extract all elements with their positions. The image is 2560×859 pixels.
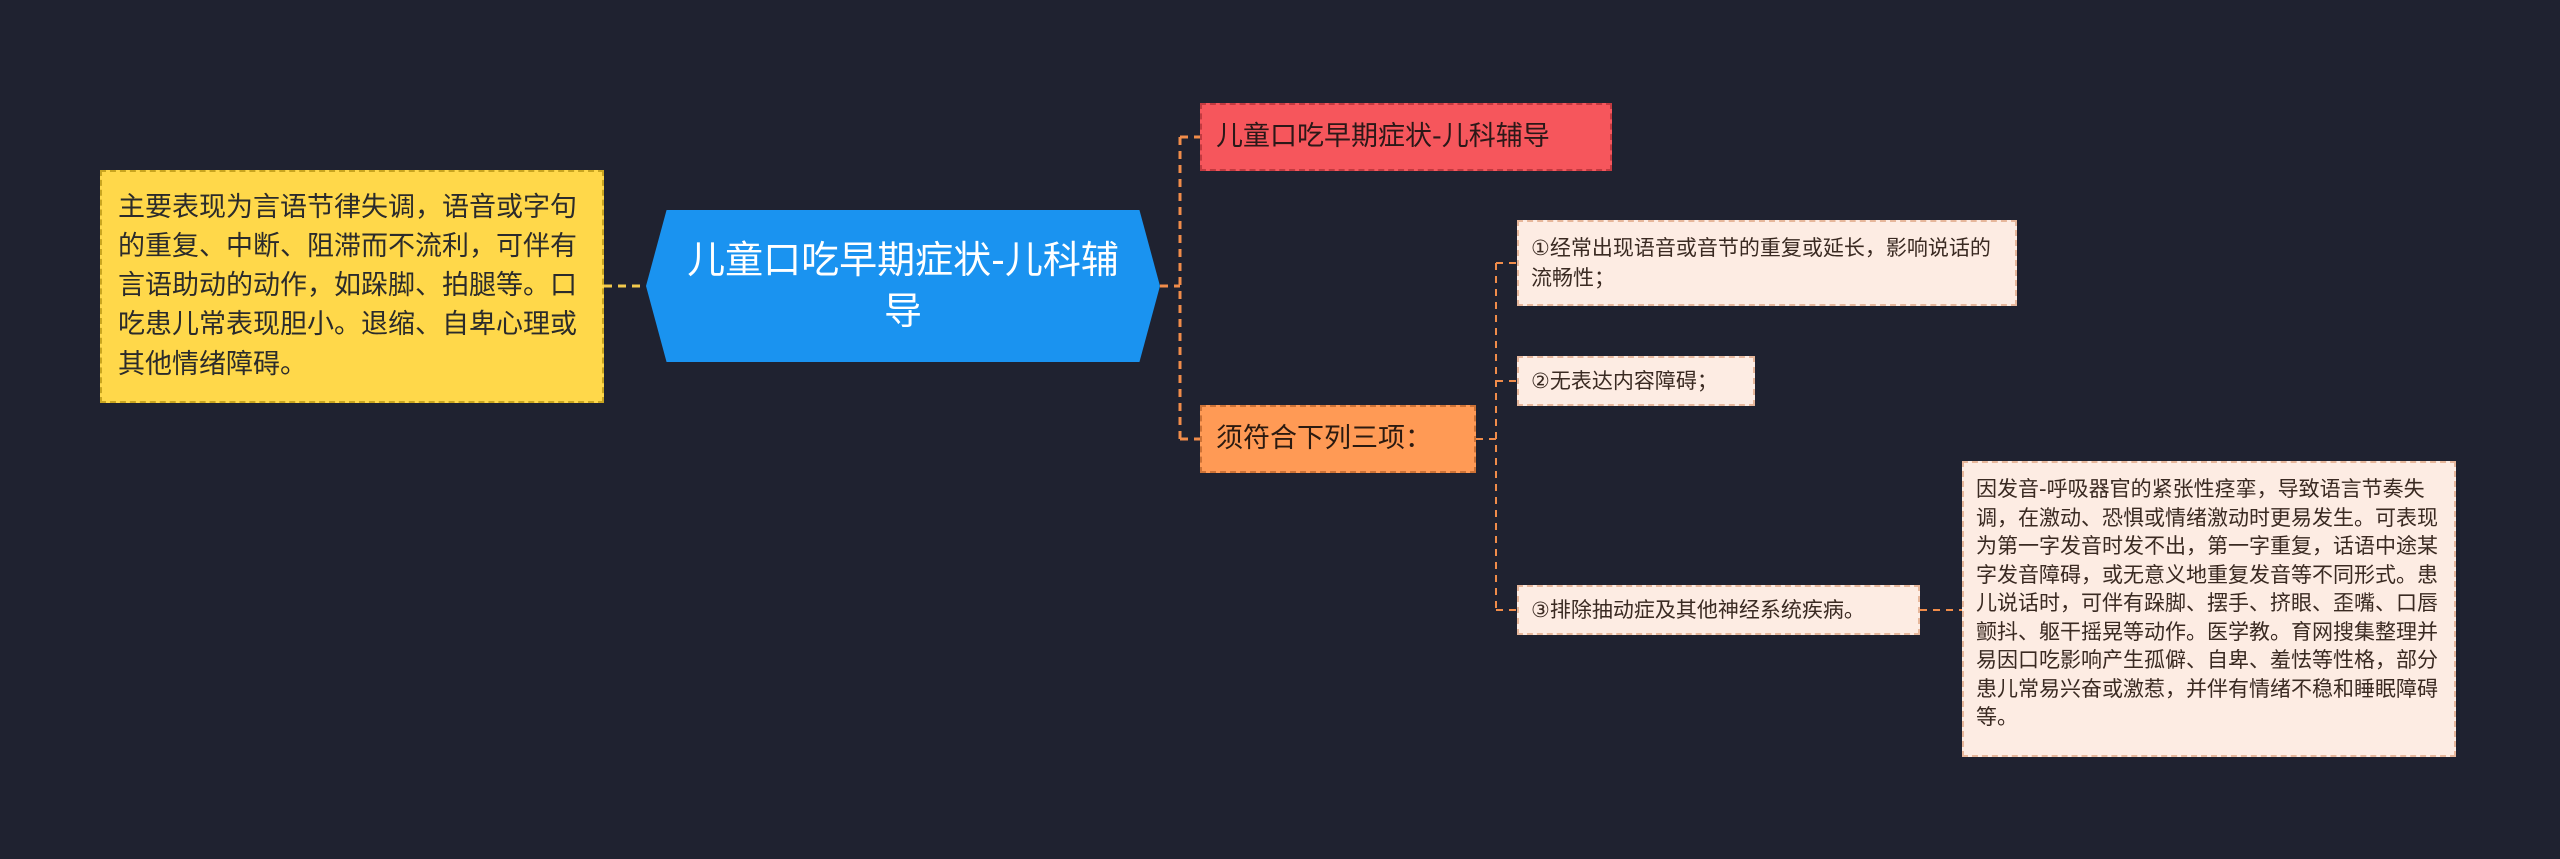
left-note-node[interactable]: 主要表现为言语节律失调，语音或字句的重复、中断、阻滞而不流利，可伴有言语助动的动… (100, 170, 604, 403)
criteria-item-node[interactable]: ①经常出现语音或音节的重复或延长，影响说话的流畅性； (1517, 220, 2017, 306)
criteria-item-text: ③排除抽动症及其他神经系统疾病。 (1531, 597, 1865, 622)
root-title: 儿童口吃早期症状-儿科辅导 (687, 237, 1119, 333)
detail-note-node[interactable]: 因发音-呼吸器官的紧张性痉挛，导致语言节奏失调，在激动、恐惧或情绪激动时更易发生… (1962, 461, 2456, 757)
detail-note-text: 因发音-呼吸器官的紧张性痉挛，导致语言节奏失调，在激动、恐惧或情绪激动时更易发生… (1976, 477, 2438, 730)
connector-root-branches (1160, 135, 1200, 441)
criteria-branch-node[interactable]: 须符合下列三项： (1200, 405, 1476, 473)
title-branch-node[interactable]: 儿童口吃早期症状-儿科辅导 (1200, 103, 1612, 171)
root-node[interactable]: 儿童口吃早期症状-儿科辅导 (646, 210, 1160, 362)
criteria-branch-text: 须符合下列三项： (1216, 423, 1432, 455)
title-branch-text: 儿童口吃早期症状-儿科辅导 (1216, 121, 1550, 153)
criteria-item-text: ①经常出现语音或音节的重复或延长，影响说话的流畅性； (1531, 235, 1991, 290)
criteria-item-node[interactable]: ②无表达内容障碍； (1517, 356, 1755, 406)
criteria-item-node[interactable]: ③排除抽动症及其他神经系统疾病。 (1517, 585, 1920, 635)
criteria-item-text: ②无表达内容障碍； (1531, 368, 1718, 393)
left-note-text: 主要表现为言语节律失调，语音或字句的重复、中断、阻滞而不流利，可伴有言语助动的动… (118, 192, 577, 380)
connector-criteria-leaves (1476, 262, 1517, 611)
